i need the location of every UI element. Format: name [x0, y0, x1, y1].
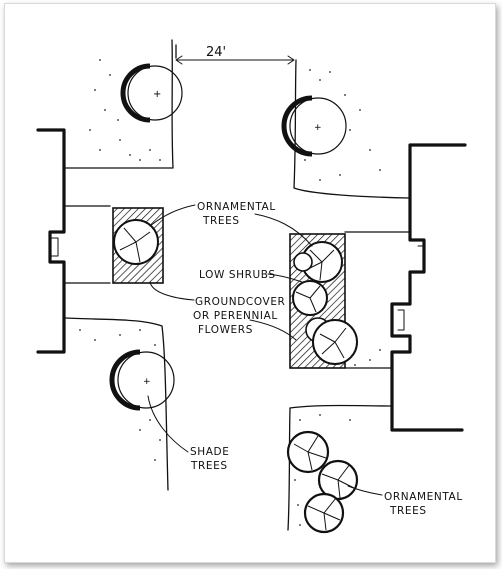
shade-tree: + [281, 95, 347, 157]
leader-lines [147, 204, 383, 496]
svg-text:LOW SHRUBS: LOW SHRUBS [199, 269, 276, 281]
right-building-wall [390, 143, 467, 432]
svg-text:+: + [314, 123, 322, 133]
svg-text:OR PERENNIAL: OR PERENNIAL [193, 310, 278, 322]
svg-text:ORNAMENTAL: ORNAMENTAL [384, 491, 463, 503]
svg-text:GROUNDCOVER: GROUNDCOVER [195, 296, 285, 308]
left-planter [112, 207, 164, 284]
label-shade-trees: SHADE TREES [190, 446, 229, 472]
dimension-line: 24' [175, 45, 295, 65]
svg-text:TREES: TREES [190, 460, 228, 472]
svg-text:ORNAMENTAL: ORNAMENTAL [197, 201, 276, 213]
svg-text:TREES: TREES [202, 215, 240, 227]
label-ornamental-trees-bottom: ORNAMENTAL TREES [384, 491, 463, 517]
ornamental-tree-group [286, 430, 359, 534]
walkway-edges [65, 39, 410, 531]
shade-tree: + [109, 349, 175, 411]
svg-text:FLOWERS: FLOWERS [198, 324, 253, 336]
lawn-stipple [79, 59, 381, 526]
svg-text:SHADE: SHADE [190, 446, 229, 458]
shade-tree: + [120, 63, 183, 123]
svg-text:+: + [143, 377, 151, 387]
label-ornamental-trees-top: ORNAMENTAL TREES [197, 201, 276, 227]
left-building-wall [36, 128, 66, 354]
svg-text:+: + [153, 89, 161, 100]
right-planter [289, 233, 358, 369]
label-groundcover: GROUNDCOVER OR PERENNIAL FLOWERS [193, 296, 285, 336]
svg-text:TREES: TREES [389, 505, 427, 517]
dimension-label: 24' [206, 45, 226, 60]
label-low-shrubs: LOW SHRUBS [199, 269, 276, 281]
